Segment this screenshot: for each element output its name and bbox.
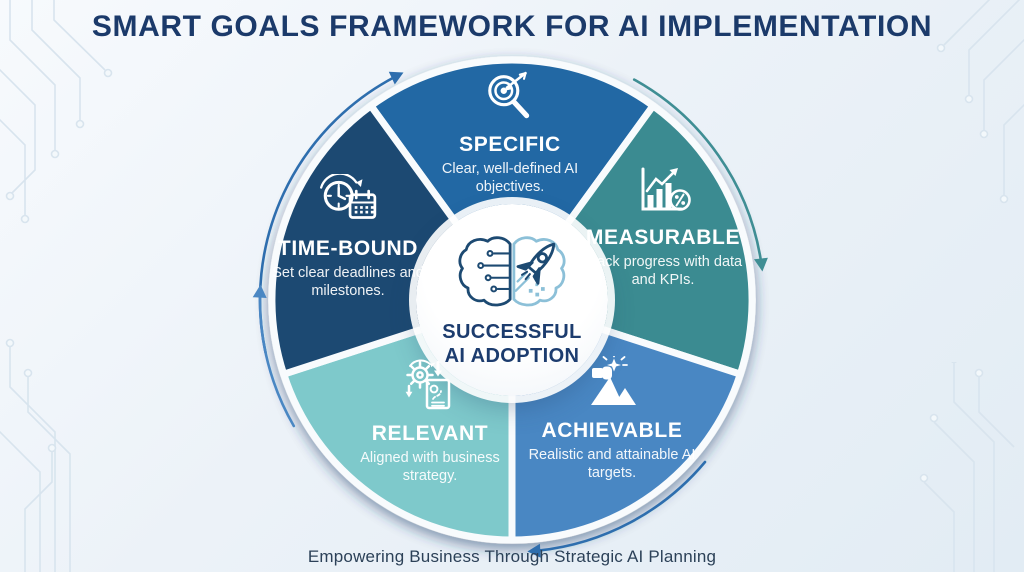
segment-description: Aligned with business strategy.	[360, 450, 500, 485]
footer-caption: Empowering Business Through Strategic AI…	[307, 547, 717, 566]
brain-rocket-icon	[458, 236, 566, 307]
smart-cycle-diagram: SUCCESSFUL AI ADOPTION SPECIFIC Clear, w…	[242, 30, 782, 570]
segment-label: SPECIFIC	[459, 133, 561, 156]
circuit-decoration-bottom-left	[0, 338, 71, 572]
center-hub: SUCCESSFUL AI ADOPTION	[416, 204, 608, 396]
center-title-line1: SUCCESSFUL	[442, 321, 582, 344]
cycle-rotation-arrows	[252, 71, 768, 558]
center-title-line2: AI ADOPTION	[444, 345, 580, 367]
cycle-arrow-arc	[632, 78, 763, 262]
segment-measurable: MEASURABLE Track progress with data and …	[578, 163, 748, 289]
segment-label: RELEVANT	[371, 422, 489, 445]
cycle-arrow-head	[527, 543, 541, 558]
mountain-star-icon	[591, 356, 636, 405]
segment-label: TIME-BOUND	[277, 237, 419, 260]
cycle-arrow-head	[252, 284, 267, 298]
cycle-arrow-arc	[537, 460, 707, 552]
center-title: SUCCESSFUL AI ADOPTION	[442, 321, 582, 368]
segment-description: Set clear deadlines and milestones.	[272, 265, 424, 300]
segment-relevant: RELEVANT Aligned with business strategy.	[340, 359, 520, 485]
segment-description: Track progress with data and KPIs.	[583, 254, 743, 289]
cycle-arrow-head	[754, 257, 768, 272]
segment-specific: SPECIFIC Clear, well-defined AI objectiv…	[415, 70, 605, 196]
cycle-arrow-head	[388, 71, 404, 85]
circuit-decoration-bottom-right	[919, 362, 1015, 572]
segment-label: MEASURABLE	[585, 226, 741, 249]
segment-achievable: ACHIEVABLE Realistic and attainable AI t…	[527, 356, 697, 482]
segment-time-bound: TIME-BOUND Set clear deadlines and miles…	[258, 174, 438, 300]
bar-chart-percent-icon	[641, 167, 691, 211]
cycle-arrow-arc	[258, 294, 296, 428]
segment-label: ACHIEVABLE	[541, 419, 683, 442]
target-magnifier-icon	[488, 71, 530, 119]
page-title: SMART GOALS FRAMEWORK FOR AI IMPLEMENTAT…	[91, 10, 933, 43]
segment-description: Clear, well-defined AI objectives.	[441, 161, 579, 196]
gears-document-icon	[405, 359, 451, 410]
clock-calendar-icon	[319, 174, 377, 219]
segment-description: Realistic and attainable AI targets.	[528, 447, 696, 482]
